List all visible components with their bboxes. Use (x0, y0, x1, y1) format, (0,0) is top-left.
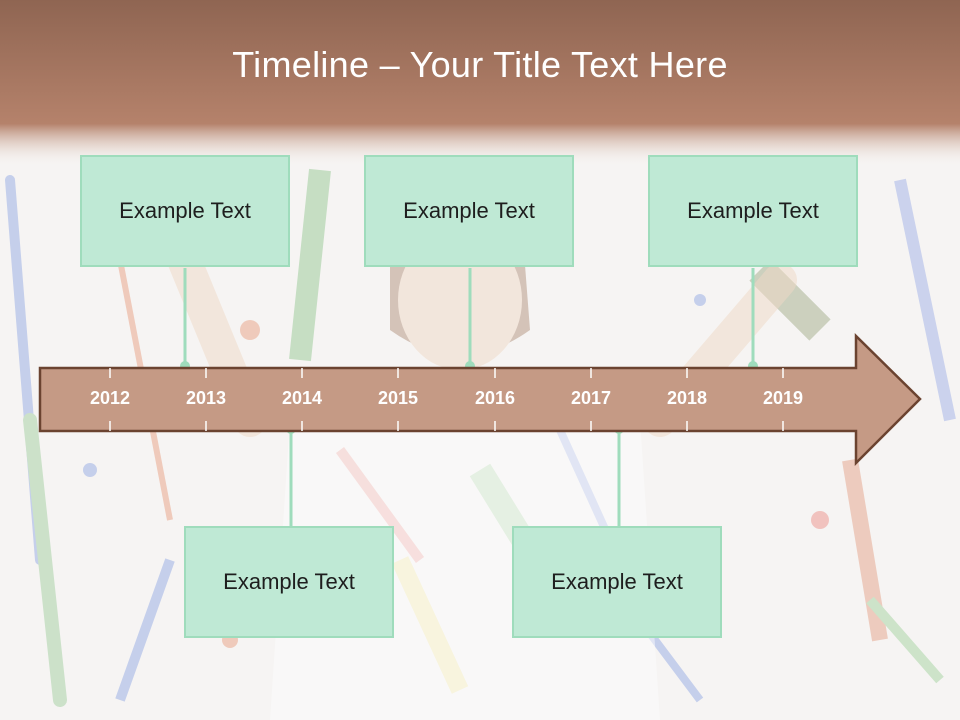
year-label: 2015 (378, 388, 418, 408)
event-box-bottom[interactable]: Example Text (512, 526, 722, 638)
event-text: Example Text (119, 198, 251, 223)
year-label: 2019 (763, 388, 803, 408)
year-label: 2018 (667, 388, 707, 408)
year-label: 2016 (475, 388, 515, 408)
timeline-arrow (38, 333, 922, 467)
year-label: 2013 (186, 388, 226, 408)
event-box-bottom[interactable]: Example Text (184, 526, 394, 638)
event-box-top[interactable]: Example Text (80, 155, 290, 267)
event-box-top[interactable]: Example Text (364, 155, 574, 267)
year-label: 2014 (282, 388, 322, 408)
slide-title: Timeline – Your Title Text Here (232, 44, 728, 85)
event-text: Example Text (223, 569, 355, 594)
event-text: Example Text (687, 198, 819, 223)
event-text: Example Text (403, 198, 535, 223)
event-text: Example Text (551, 569, 683, 594)
year-label: 2012 (90, 388, 130, 408)
event-box-top[interactable]: Example Text (648, 155, 858, 267)
year-label: 2017 (571, 388, 611, 408)
